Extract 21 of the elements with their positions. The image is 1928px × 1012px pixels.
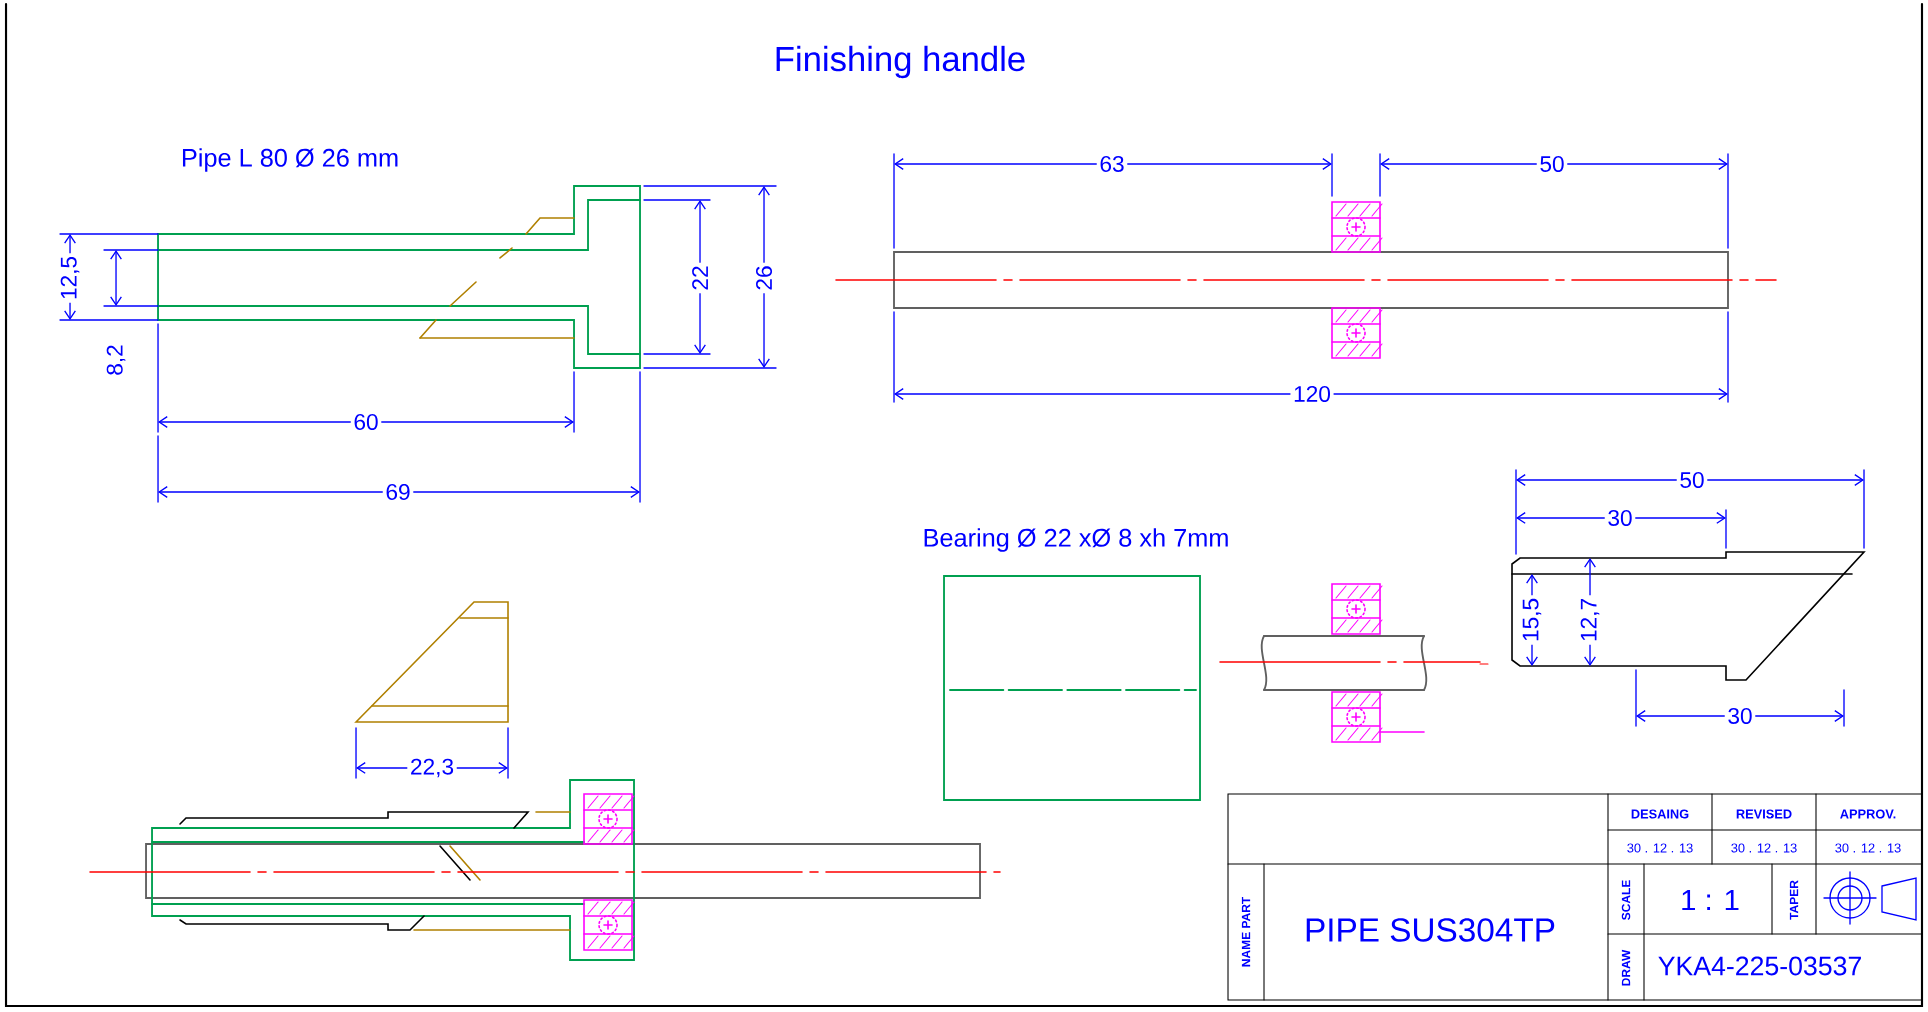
drawing-title: Finishing handle [776,45,1025,79]
dimension-value: 22,3 [411,758,454,778]
dimension-value: 26 [756,266,772,290]
dimension-value: 30 [1608,510,1632,526]
scale-value: 1 : 1 [1682,889,1739,911]
dimension-value: 12,5 [60,256,80,299]
dimension-value: 63 [1100,156,1124,172]
dimension-value: 15,5 [1522,598,1542,641]
note-text: Pipe L 80 Ø 26 mm [183,148,398,172]
part-name: PIPE SUS304TP [1306,918,1555,942]
dimension-value: 120 [1294,386,1330,402]
note-text: Bearing Ø 22 xØ 8 xh 7mm [924,528,1228,552]
dimension-value: 69 [386,484,410,500]
dimension-value: 60 [354,414,378,430]
dimension-value: 8,2 [106,345,126,375]
drawing-number: YKA4-225-03537 [1658,956,1861,976]
dimension-value: 50 [1680,472,1704,488]
dimension-value: 22 [692,266,708,290]
dimension-value: 12,7 [1580,599,1600,641]
dimension-value: 50 [1540,156,1564,172]
dimension-value: 30 [1728,708,1752,724]
